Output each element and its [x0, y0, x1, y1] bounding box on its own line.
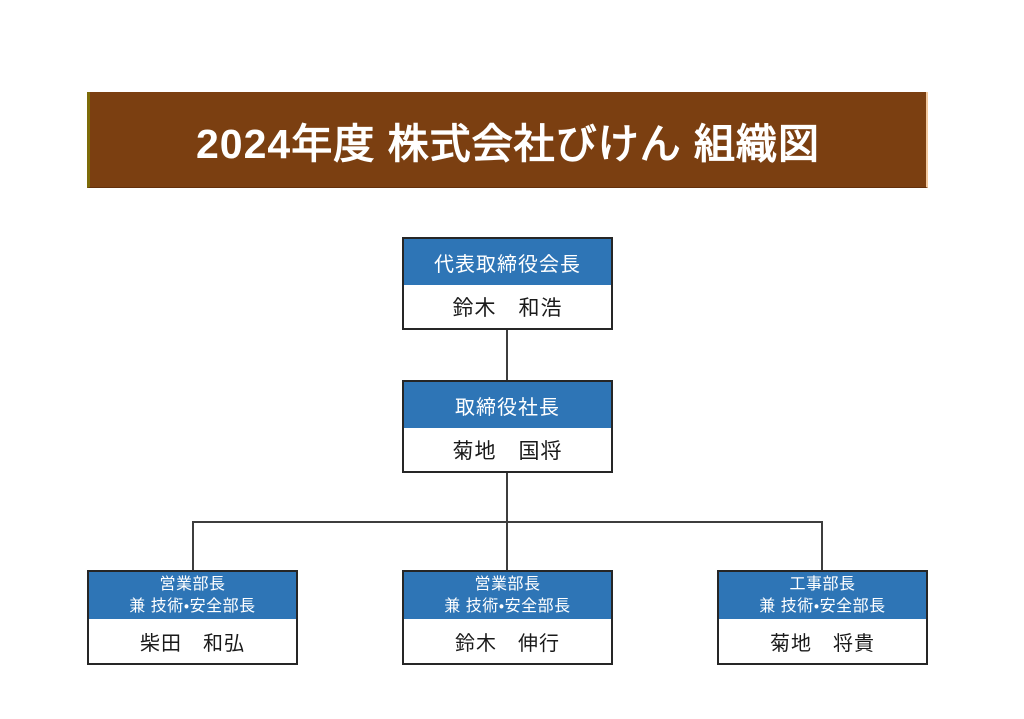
dept-0-name-cell: 柴田 和弘	[89, 619, 296, 663]
president-name: 菊地 国将	[452, 439, 563, 463]
chairman-name-cell: 鈴木 和浩	[404, 285, 611, 328]
connector-drop-dept-2	[821, 521, 823, 570]
dept-1-role-line2: 兼 技術・安全部長	[444, 597, 571, 615]
page-title: 2024年度 株式会社びけん 組織図	[196, 120, 820, 167]
dept-2-role-header: 工事部長 兼 技術・安全部長	[719, 572, 926, 619]
dept-1-name-cell: 鈴木 伸行	[404, 619, 611, 663]
connector-president-stem	[506, 473, 508, 522]
chairman-name: 鈴木 和浩	[452, 296, 563, 320]
dept-2-role-line1: 工事部長	[789, 575, 856, 593]
connector-chairman-president	[506, 330, 508, 380]
president-name-cell: 菊地 国将	[404, 428, 611, 471]
dept-0-role-line2: 兼 技術・安全部長	[129, 597, 256, 615]
org-box-chairman: 代表取締役会長 鈴木 和浩	[402, 237, 613, 330]
dept-1-name: 鈴木 伸行	[455, 632, 560, 655]
dept-2-role-line2: 兼 技術・安全部長	[759, 597, 886, 615]
president-role-header: 取締役社長	[404, 382, 611, 428]
org-box-construction-dept: 工事部長 兼 技術・安全部長 菊地 将貴	[717, 570, 928, 665]
dept-0-role-header: 営業部長 兼 技術・安全部長	[89, 572, 296, 619]
org-box-sales-dept-2: 営業部長 兼 技術・安全部長 鈴木 伸行	[402, 570, 613, 665]
dept-0-name: 柴田 和弘	[140, 632, 245, 655]
connector-drop-dept-1	[506, 521, 508, 570]
chairman-role-label: 代表取締役会長	[434, 253, 581, 276]
title-banner: 2024年度 株式会社びけん 組織図	[87, 92, 928, 188]
connector-drop-dept-0	[192, 521, 194, 570]
dept-2-name-cell: 菊地 将貴	[719, 619, 926, 663]
chairman-role-header: 代表取締役会長	[404, 239, 611, 285]
president-role-label: 取締役社長	[455, 396, 560, 419]
org-box-president: 取締役社長 菊地 国将	[402, 380, 613, 473]
dept-0-role-line1: 営業部長	[159, 575, 226, 593]
org-box-sales-dept-1: 営業部長 兼 技術・安全部長 柴田 和弘	[87, 570, 298, 665]
dept-1-role-line1: 営業部長	[474, 575, 541, 593]
dept-1-role-header: 営業部長 兼 技術・安全部長	[404, 572, 611, 619]
dept-2-name: 菊地 将貴	[770, 632, 875, 655]
